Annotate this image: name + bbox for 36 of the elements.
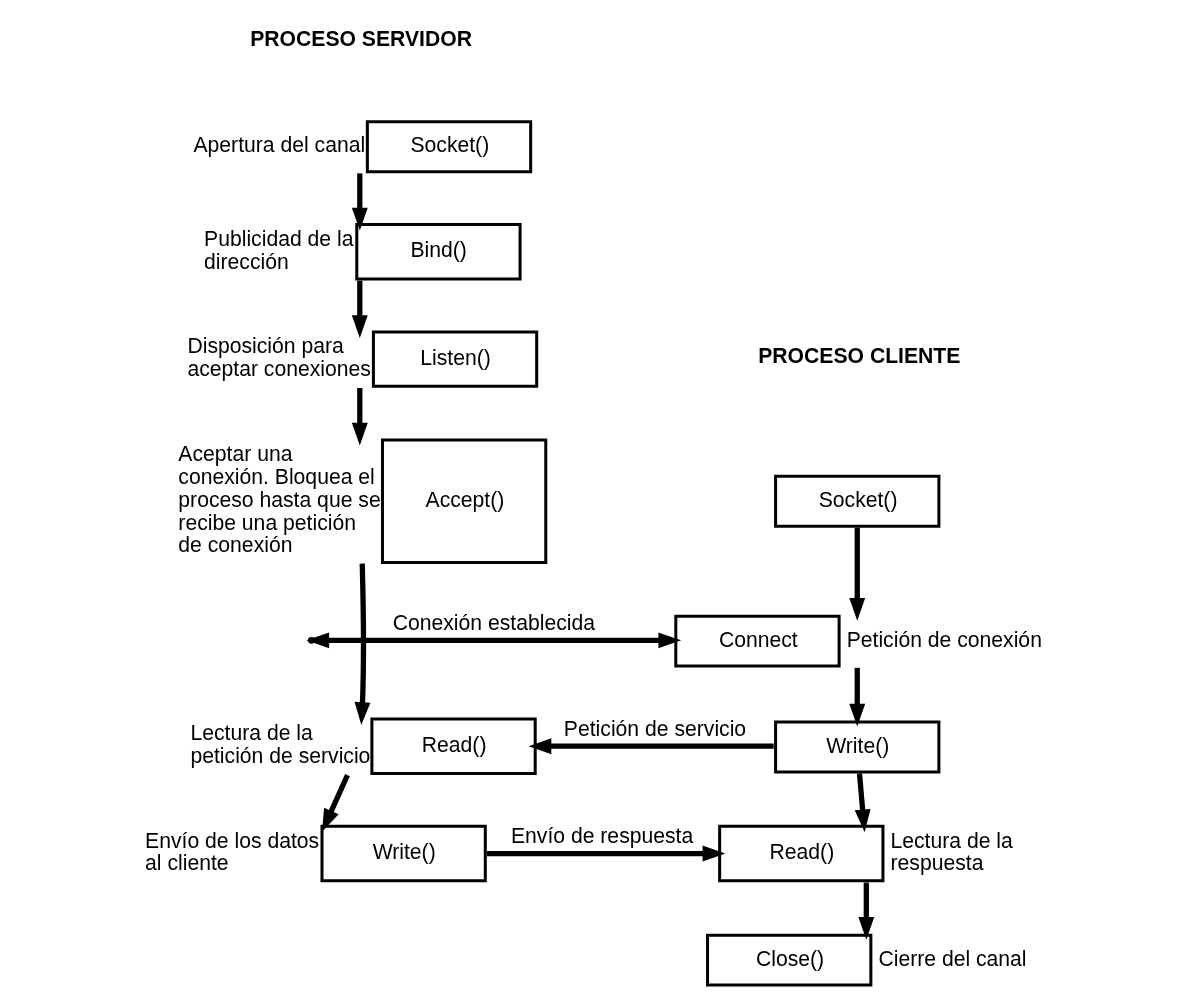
node-label: Disposición para aceptar conexiones bbox=[186, 334, 371, 381]
node-box: Accept() bbox=[380, 438, 547, 564]
node-box: Close() bbox=[705, 933, 872, 987]
arrow bbox=[351, 388, 368, 446]
edge-label: Envío de respuesta bbox=[510, 824, 693, 848]
node-label: Publicidad de la dirección bbox=[203, 227, 353, 273]
edge-label: Petición de servicio bbox=[563, 716, 746, 740]
arrow bbox=[848, 667, 865, 727]
node-box: Write() bbox=[773, 720, 940, 774]
node-box: Write() bbox=[320, 824, 487, 883]
node-box: Socket() bbox=[773, 474, 940, 528]
arrow bbox=[351, 280, 368, 339]
arrow bbox=[321, 774, 350, 832]
node-box: Connect bbox=[673, 614, 841, 668]
node-label: Apertura del canal bbox=[192, 133, 365, 157]
label: PROCESO SERVIDOR bbox=[249, 26, 472, 50]
node-label: Lectura de la petición de servicio bbox=[189, 721, 370, 768]
node-label: Cierre del canal bbox=[877, 946, 1027, 970]
node-label: Lectura de la respuesta bbox=[890, 828, 1013, 875]
node-box: Listen() bbox=[371, 330, 538, 388]
arrow bbox=[486, 845, 725, 862]
edge-label: Conexión establecida bbox=[392, 611, 595, 635]
arrow bbox=[848, 527, 865, 621]
arrow bbox=[854, 773, 871, 833]
node-box: Socket() bbox=[365, 120, 532, 174]
node-label: Aceptar una conexión. Bloquea el proceso hasta que se recibe una petición de conexión bbox=[177, 442, 381, 557]
node-box: Bind() bbox=[354, 223, 522, 281]
node-label: Envío de los datos al cliente bbox=[144, 828, 319, 875]
arrow bbox=[354, 563, 370, 725]
arrow bbox=[528, 738, 774, 755]
node-box: Read() bbox=[717, 824, 884, 883]
node-box: Read() bbox=[369, 717, 537, 775]
arrow bbox=[351, 173, 368, 231]
label: PROCESO CLIENTE bbox=[757, 344, 960, 368]
arrow bbox=[857, 882, 874, 940]
node-label: Petición de conexión bbox=[846, 627, 1042, 651]
